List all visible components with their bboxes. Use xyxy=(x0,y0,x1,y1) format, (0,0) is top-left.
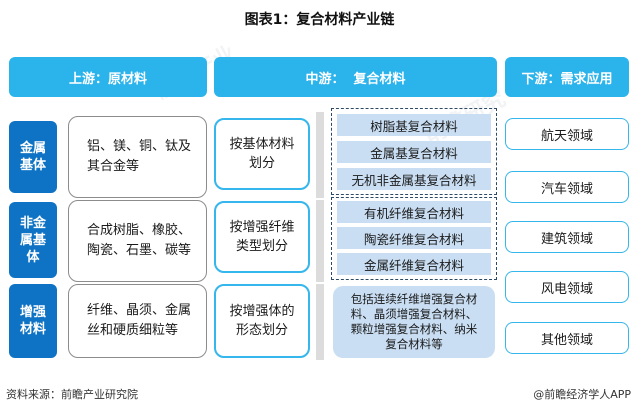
product-inorganic-nonmetal-matrix: 无机非金属基复合材料 xyxy=(337,168,491,190)
product-group-fiber xyxy=(331,197,497,280)
product-metal-matrix: 金属基复合材料 xyxy=(337,141,491,163)
product-reinforcement-forms-text: 包括连续纤维增强复合材 料、晶须增强复合材料、 颗粒增强复合材料、纳米 复合材料… xyxy=(350,292,478,351)
application-automotive: 汽车领域 xyxy=(505,171,629,203)
method-by-fiber-type-text: 按增强纤维 类型划分 xyxy=(229,220,295,254)
product-resin-matrix: 树脂基复合材料 xyxy=(337,114,491,136)
upstream-header-label: 上游：原材料 xyxy=(68,71,147,87)
bracket-connector xyxy=(316,200,324,282)
application-construction: 建筑领域 xyxy=(505,221,629,253)
method-by-reinforcement-form-text: 按增强体的 形态划分 xyxy=(229,304,295,338)
method-by-matrix-text: 按基体材料 划分 xyxy=(229,137,295,171)
category-nonmetal-matrix: 非金 属基 体 xyxy=(9,202,57,278)
raw-materials-reinforcement: 纤维、晶须、金属 丝和硬质细粒等 xyxy=(68,284,207,358)
product-ceramic-fiber: 陶瓷纤维复合材料 xyxy=(337,227,491,249)
raw-materials-metal-text: 铝、镁、铜、钛及 其合金等 xyxy=(87,139,192,174)
source-note: 资料来源：前瞻产业研究院 xyxy=(6,388,138,401)
bracket-connector xyxy=(316,284,324,360)
method-by-fiber-type: 按增强纤维 类型划分 xyxy=(214,201,310,273)
raw-materials-metal: 铝、镁、铜、钛及 其合金等 xyxy=(68,116,207,198)
category-metal-matrix: 金属 基体 xyxy=(9,121,57,193)
bracket-connector xyxy=(316,112,324,198)
downstream-header-label: 下游：需求应用 xyxy=(521,71,613,87)
raw-materials-nonmetal-text: 合成树脂、橡胶、 陶瓷、石墨、碳等 xyxy=(87,223,192,258)
product-organic-fiber: 有机纤维复合材料 xyxy=(337,201,491,223)
raw-materials-reinforcement-text: 纤维、晶须、金属 丝和硬质细粒等 xyxy=(87,303,192,338)
application-other: 其他领域 xyxy=(505,322,629,354)
midstream-header: 中游： 复合材料 xyxy=(214,57,497,97)
upstream-header: 上游：原材料 xyxy=(9,57,207,97)
downstream-header: 下游：需求应用 xyxy=(505,57,629,97)
method-by-reinforcement-form: 按增强体的 形态划分 xyxy=(214,284,310,358)
product-metal-fiber: 金属纤维复合材料 xyxy=(337,253,491,275)
application-aerospace: 航天领域 xyxy=(505,118,629,150)
credit-note: @前瞻经济学人APP xyxy=(533,388,631,401)
method-by-matrix: 按基体材料 划分 xyxy=(214,118,310,190)
midstream-header-label: 中游： 复合材料 xyxy=(305,71,406,87)
product-reinforcement-forms: 包括连续纤维增强复合材 料、晶须增强复合材料、 颗粒增强复合材料、纳米 复合材料… xyxy=(333,286,495,358)
category-reinforcement: 增强 材料 xyxy=(9,284,57,358)
application-wind-power: 风电领域 xyxy=(505,271,629,303)
product-group-matrix xyxy=(331,108,497,195)
raw-materials-nonmetal: 合成树脂、橡胶、 陶瓷、石墨、碳等 xyxy=(68,200,207,282)
figure-title: 图表1：复合材料产业链 xyxy=(244,12,395,28)
